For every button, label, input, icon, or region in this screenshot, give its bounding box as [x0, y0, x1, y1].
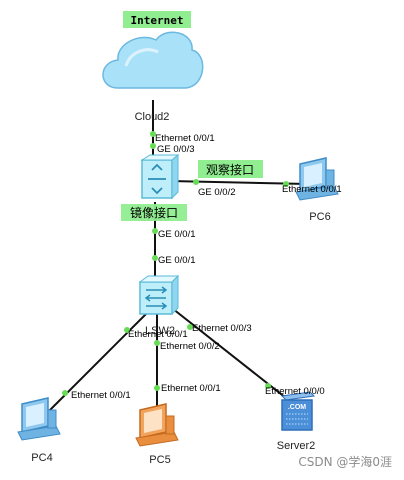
port-dot [187, 324, 193, 330]
link-lsw2-server2 [167, 304, 287, 399]
port-label-cloud-eth: Ethernet 0/0/1 [155, 133, 215, 144]
port-dot [154, 385, 160, 391]
port-label-lsw2-eth2: Ethernet 0/0/2 [160, 341, 220, 352]
pc6-computer-icon[interactable] [295, 157, 339, 201]
lsw3-switch-icon[interactable] [140, 153, 180, 200]
mirror-port-tag: 镜像接口 [121, 204, 187, 221]
port-label-lsw3-ge1: GE 0/0/1 [158, 229, 196, 240]
port-label-lsw3-ge2: GE 0/0/2 [198, 187, 236, 198]
port-label-lsw3-ge3: GE 0/0/3 [157, 144, 195, 155]
server-badge: .COM [288, 404, 306, 411]
pc4-label: PC4 [31, 452, 52, 464]
port-label-server-eth: Ethernet 0/0/0 [265, 386, 325, 397]
port-dot [150, 143, 156, 149]
server2-label: Server2 [277, 440, 316, 452]
observe-port-tag: 观察接口 [198, 160, 263, 178]
cloud-label: Cloud2 [135, 111, 170, 123]
port-label-lsw2-ge1: GE 0/0/1 [158, 255, 196, 266]
port-dot [150, 131, 156, 137]
cloud-icon[interactable] [102, 31, 204, 89]
port-dot [124, 327, 130, 333]
link-lsw2-pc4 [41, 309, 151, 419]
port-dot [154, 340, 160, 346]
port-label-pc5-eth: Ethernet 0/0/1 [161, 383, 221, 394]
lsw2-label: LSW2 [145, 325, 175, 337]
observe-tag-label: 观察接口 [206, 162, 254, 177]
port-dots [62, 131, 289, 396]
port-label-pc6-eth: Ethernet 0/0/1 [282, 184, 342, 195]
lsw2-switch-icon[interactable] [138, 274, 180, 316]
mirror-tag-bg [121, 204, 187, 221]
port-dot [62, 390, 68, 396]
internet-tag-bg [123, 11, 191, 28]
port-dot [193, 179, 199, 185]
pc4-computer-icon[interactable] [17, 397, 61, 441]
port-label-lsw2-eth3: Ethernet 0/0/3 [192, 323, 252, 334]
csdn-watermark: CSDN @学海0涯 [298, 454, 392, 469]
port-dot [283, 181, 289, 187]
pc5-computer-icon[interactable] [135, 403, 179, 447]
pc6-label: PC6 [309, 211, 330, 223]
internet-tag-label: Internet [131, 14, 184, 27]
pc5-label: PC5 [149, 454, 170, 466]
server2-icon[interactable]: .COM [280, 391, 316, 431]
port-label-lsw2-eth1: Ethernet 0/0/1 [128, 329, 188, 340]
observe-tag-bg [198, 160, 263, 178]
internet-tag: Internet [123, 11, 191, 28]
port-dot [152, 255, 158, 261]
port-dot [265, 383, 271, 389]
port-dot [152, 228, 158, 234]
mirror-tag-label: 镜像接口 [130, 205, 178, 220]
port-label-pc4-eth: Ethernet 0/0/1 [71, 390, 131, 401]
port-labels: Ethernet 0/0/1 GE 0/0/3 GE 0/0/2 Etherne… [71, 133, 342, 401]
